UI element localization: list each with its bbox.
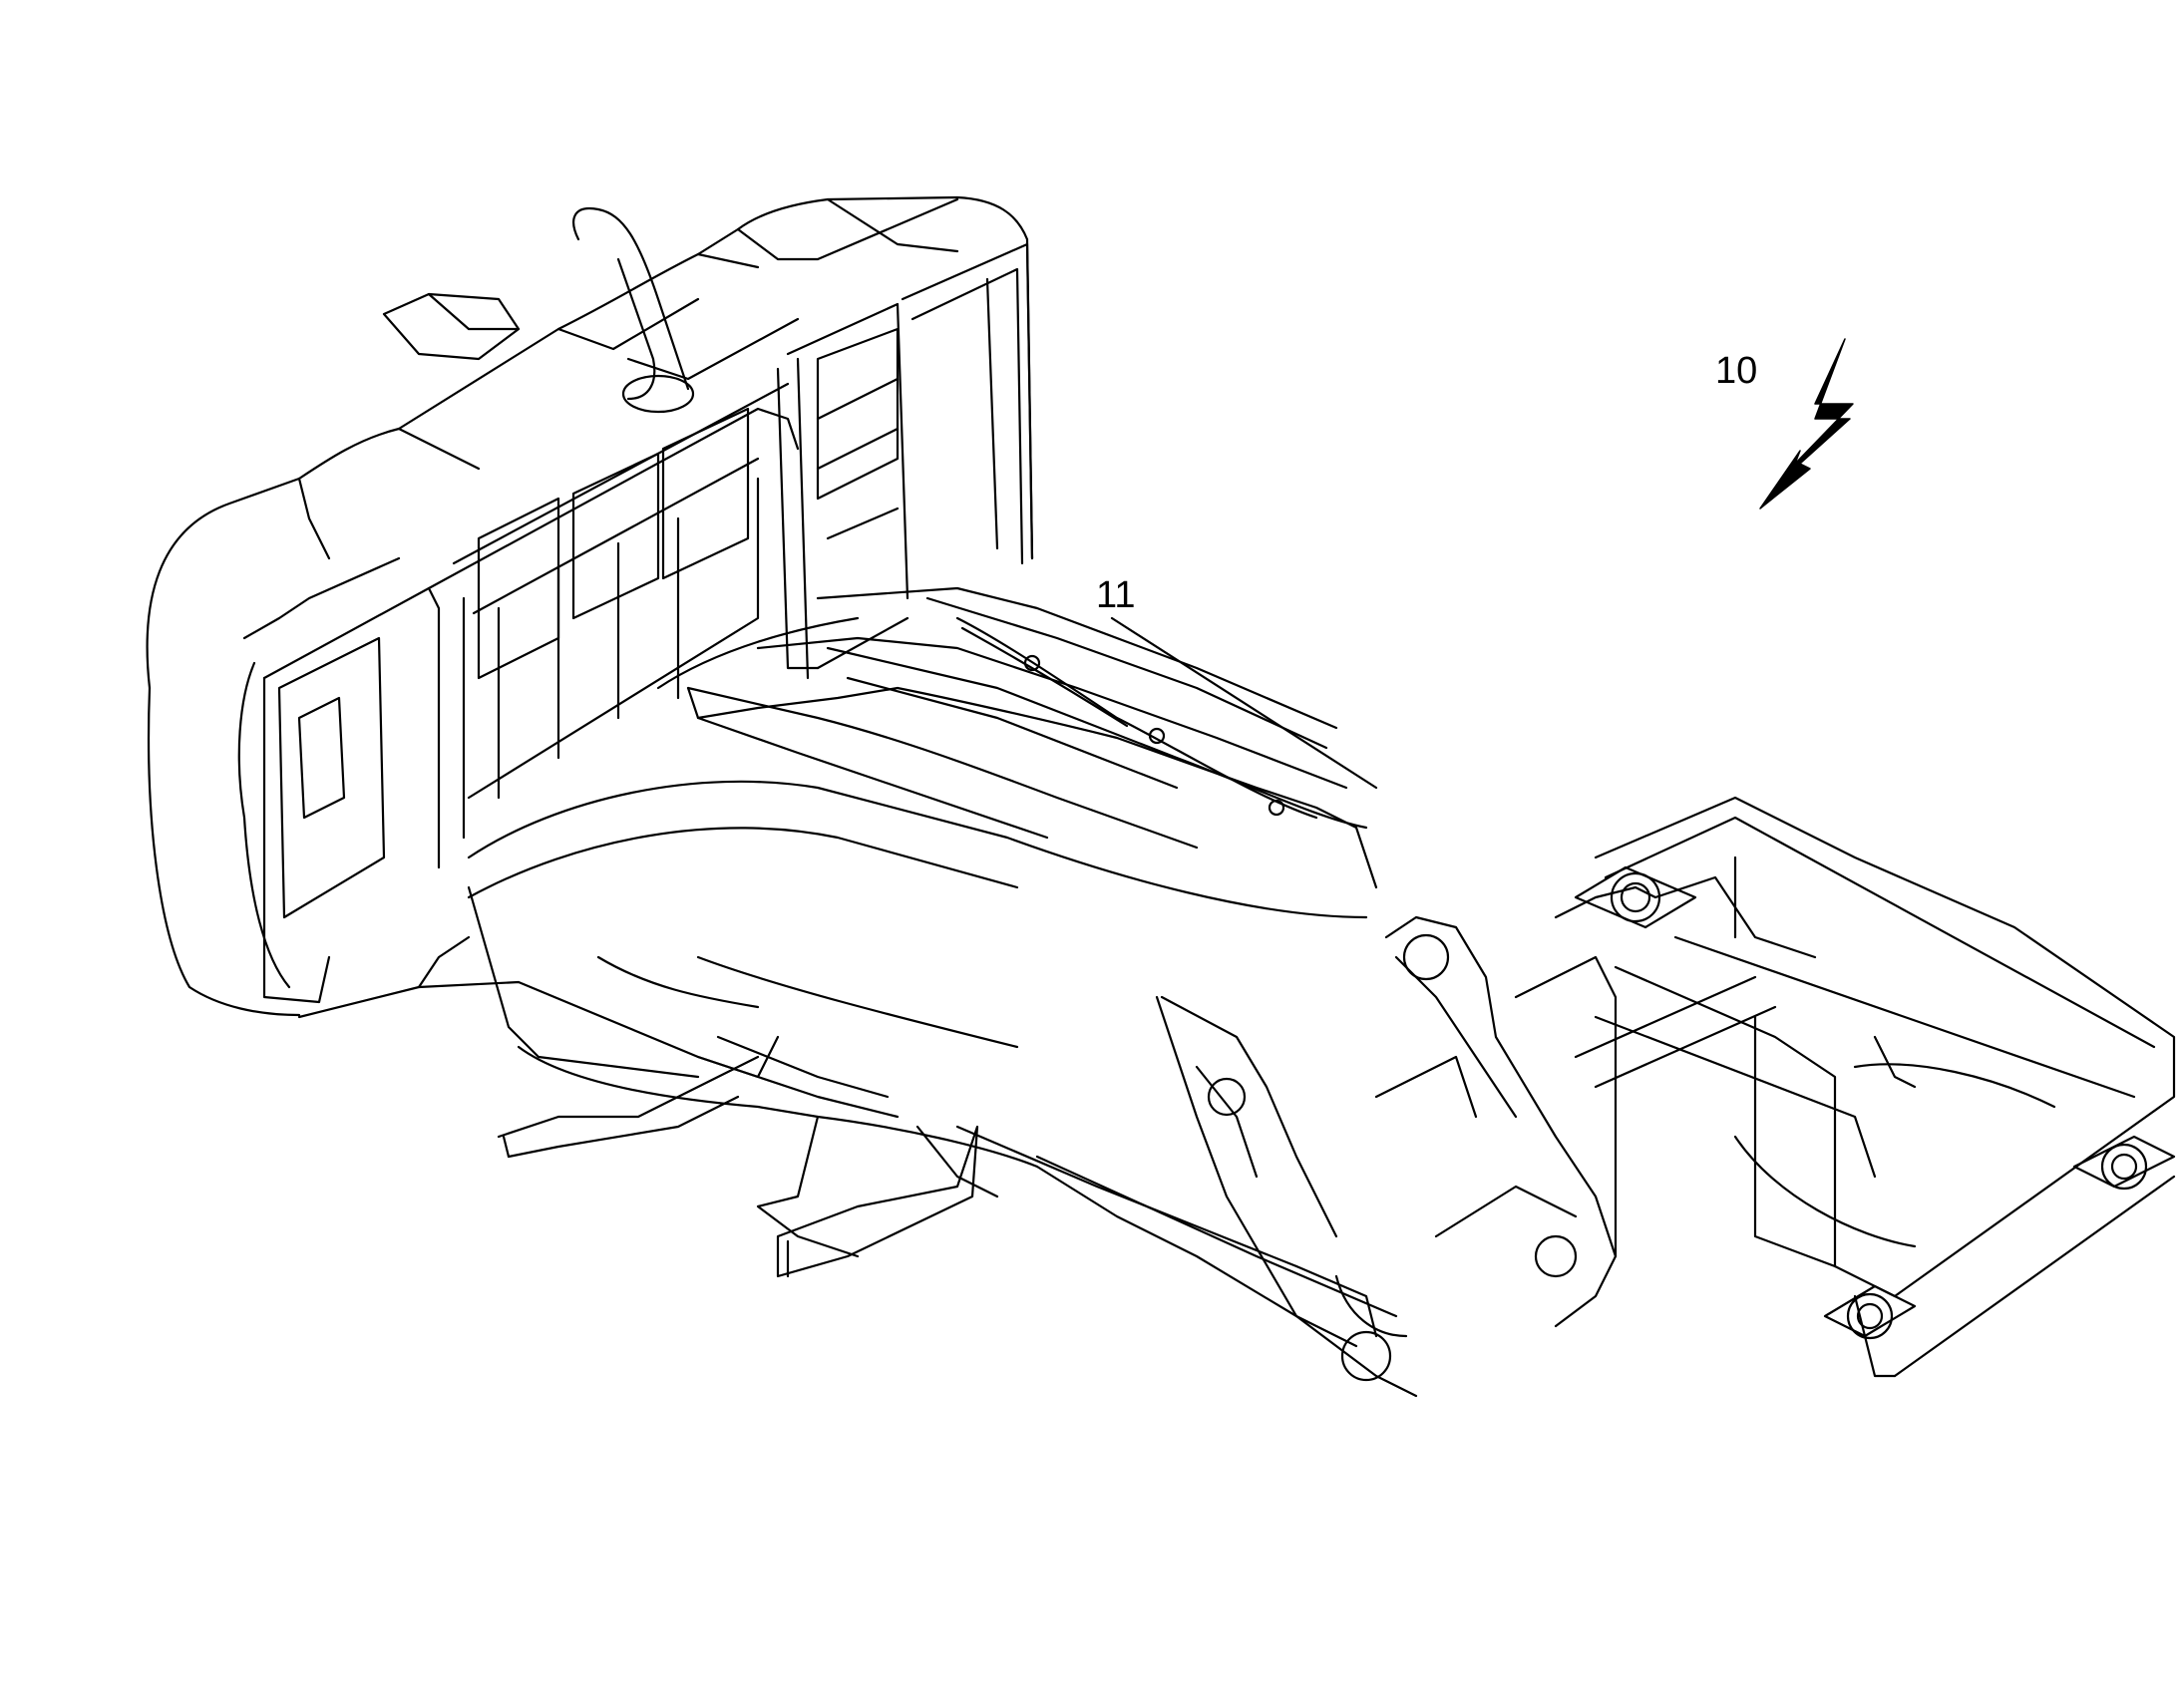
callout-label-10: 10 (1715, 350, 1758, 392)
counterweight (146, 195, 1034, 1017)
callout-label-11: 11 (1096, 574, 1136, 616)
center-plate (656, 586, 1378, 889)
main-frame (297, 646, 1398, 1348)
wire-harness (955, 616, 1318, 820)
lightning-bolt-icon (1759, 338, 1854, 510)
top-bracket (382, 292, 521, 361)
callout-11-leader (1110, 616, 1378, 790)
front-frame (1514, 796, 2176, 1378)
front-mounts (1574, 865, 2176, 1340)
exhaust-pipe (572, 206, 695, 414)
loader-boom-plates (1155, 915, 1618, 1398)
rear-frame-panel (262, 242, 1034, 1004)
